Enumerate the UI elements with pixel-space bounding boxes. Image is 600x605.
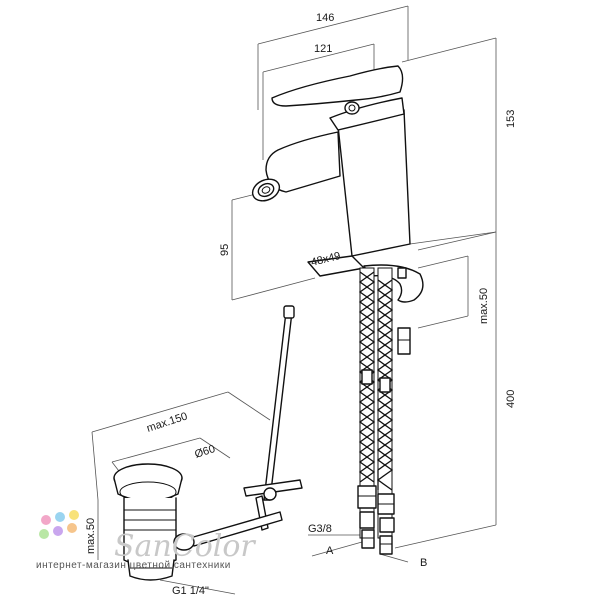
watermark-dot bbox=[41, 515, 51, 525]
connector-a-label: A bbox=[326, 545, 334, 557]
dim-hose-thread: G3/8 bbox=[308, 523, 332, 535]
flex-hoses bbox=[357, 267, 411, 555]
dimension-lines bbox=[91, 5, 497, 595]
watermark: SanColor интернет-магазин цветной сантех… bbox=[36, 510, 256, 571]
watermark-brand: SanColor bbox=[114, 529, 256, 564]
watermark-dot bbox=[53, 526, 63, 536]
mixer-body bbox=[251, 65, 424, 303]
watermark-dot bbox=[69, 510, 79, 520]
dim-drain-thread: G1 1/4" bbox=[172, 585, 209, 597]
watermark-tagline: интернет-магазин цветной сантехники bbox=[36, 560, 231, 571]
watermark-dots bbox=[39, 510, 79, 539]
watermark-dot bbox=[39, 529, 49, 539]
connector-b-label: B bbox=[420, 557, 427, 569]
dim-hose-length: 400 bbox=[505, 390, 517, 408]
dim-handle-width: 121 bbox=[314, 43, 332, 55]
dim-drain-deck: max.50 bbox=[85, 518, 97, 554]
dim-total-width: 146 bbox=[316, 12, 334, 24]
pop-up-drain bbox=[113, 463, 195, 581]
pop-up-rod bbox=[189, 305, 303, 547]
dim-max-deck: max.50 bbox=[478, 288, 490, 324]
dim-total-height: 153 bbox=[505, 110, 517, 128]
dim-spout-height: 95 bbox=[219, 244, 231, 256]
watermark-dot bbox=[67, 523, 77, 533]
watermark-dot bbox=[55, 512, 65, 522]
dim-drain-diameter: Ø60 bbox=[193, 443, 216, 461]
